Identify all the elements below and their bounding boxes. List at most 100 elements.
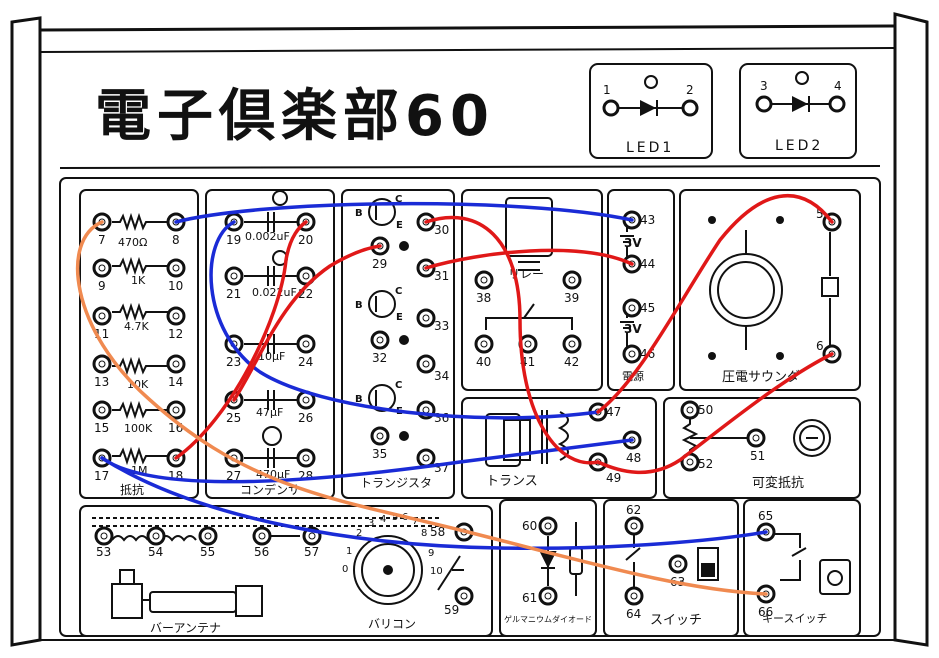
wire-orange-7-66[interactable] — [75, 220, 768, 596]
wire-blue-19-47[interactable] — [209, 220, 600, 420]
terminal-label-34: 34 — [434, 369, 449, 383]
terminal-14[interactable] — [166, 354, 186, 374]
transformer-label: トランス — [486, 474, 538, 489]
capacitor-value-47: 47μF — [256, 406, 283, 419]
wire-red-5-47[interactable] — [596, 194, 834, 414]
transistor-1-pin-e: E — [396, 220, 403, 231]
terminal-hole-13 — [98, 360, 106, 368]
transistor-icons — [368, 198, 396, 412]
terminal-hole-42 — [568, 340, 576, 348]
terminal-hole-41 — [524, 340, 532, 348]
terminal-28[interactable] — [296, 448, 316, 468]
key-switch-label: キースイッチ — [762, 612, 827, 625]
terminal-42[interactable] — [562, 334, 582, 354]
terminal-56[interactable] — [252, 526, 272, 546]
terminal-4[interactable] — [828, 95, 846, 113]
terminal-32[interactable] — [370, 330, 390, 350]
terminal-label-24: 24 — [298, 355, 313, 369]
terminal-1[interactable] — [602, 99, 620, 117]
terminal-2[interactable] — [681, 99, 699, 117]
terminal-15[interactable] — [92, 400, 112, 420]
terminal-label-6: 6 — [816, 339, 824, 353]
terminal-54[interactable] — [146, 526, 166, 546]
terminal-label-60: 60 — [522, 519, 537, 533]
terminal-64[interactable] — [624, 586, 644, 606]
terminal-10[interactable] — [166, 258, 186, 278]
terminal-hole-20 — [302, 218, 310, 226]
terminal-label-39: 39 — [564, 291, 579, 305]
wire-blue-8-43[interactable] — [174, 201, 634, 224]
varicon-section: 1 2 3 4 5 6 7 8 9 10 0 バリコン — [342, 512, 464, 631]
terminal-hole-57 — [308, 532, 316, 540]
terminal-label-27: 27 — [226, 469, 241, 483]
terminal-12[interactable] — [166, 306, 186, 326]
terminal-label-55: 55 — [200, 545, 215, 559]
wire-red-31-44[interactable] — [424, 248, 634, 270]
terminal-33[interactable] — [416, 308, 436, 328]
terminal-label-31: 31 — [434, 269, 449, 283]
terminal-9[interactable] — [92, 258, 112, 278]
terminal-label-33: 33 — [434, 319, 449, 333]
terminal-37[interactable] — [416, 448, 436, 468]
wire-blue-17-48[interactable] — [100, 438, 634, 484]
varicon-scale-8: 8 — [421, 528, 427, 539]
terminal-hole-32 — [376, 336, 384, 344]
terminal-label-58: 58 — [430, 525, 445, 539]
terminal-13[interactable] — [92, 354, 112, 374]
terminal-62[interactable] — [624, 516, 644, 536]
terminal-35[interactable] — [370, 426, 390, 446]
terminal-59[interactable] — [454, 586, 474, 606]
terminal-11[interactable] — [92, 306, 112, 326]
terminal-label-64: 64 — [626, 607, 641, 621]
wire-red-18-20[interactable] — [174, 220, 308, 460]
terminal-label-53: 53 — [96, 545, 111, 559]
terminal-label-13: 13 — [94, 375, 109, 389]
capacitor-value-0-002: 0.002uF — [245, 230, 290, 243]
led2-bulb-icon — [795, 71, 809, 85]
terminal-label-5: 5 — [816, 207, 824, 221]
terminal-63[interactable] — [668, 554, 688, 574]
terminal-53[interactable] — [94, 526, 114, 546]
germanium-diode-section: ゲルマニウムダイオード — [504, 522, 592, 624]
terminal-label-21: 21 — [226, 287, 241, 301]
led1-diode-icon — [640, 100, 656, 116]
terminal-hole-53 — [100, 532, 108, 540]
terminal-50[interactable] — [680, 400, 700, 420]
terminal-61[interactable] — [538, 586, 558, 606]
terminal-label-17: 17 — [94, 469, 109, 483]
terminal-24[interactable] — [296, 334, 316, 354]
wire-red-30-49[interactable] — [424, 215, 600, 465]
terminal-39[interactable] — [562, 270, 582, 290]
terminal-hole-37 — [422, 454, 430, 462]
wire-red-6-49[interactable] — [596, 352, 834, 474]
wire-red-25-29[interactable] — [232, 244, 382, 402]
terminal-45[interactable] — [622, 298, 642, 318]
terminal-34[interactable] — [416, 354, 436, 374]
terminal-21[interactable] — [224, 266, 244, 286]
terminal-hole-55 — [204, 532, 212, 540]
resistor-value-470: 470Ω — [118, 236, 147, 249]
terminal-hole-34 — [422, 360, 430, 368]
terminal-16[interactable] — [166, 400, 186, 420]
terminal-label-57: 57 — [304, 545, 319, 559]
transistor-marker-dots — [399, 241, 409, 441]
terminal-label-20: 20 — [298, 233, 313, 247]
varicon-dial-icon — [353, 535, 464, 605]
terminal-38[interactable] — [474, 270, 494, 290]
varicon-scale-9: 9 — [428, 548, 434, 559]
terminal-label-4: 4 — [834, 79, 842, 93]
transistor-3-pin-b: B — [355, 394, 363, 405]
terminal-55[interactable] — [198, 526, 218, 546]
wire-blue-17-65[interactable] — [100, 456, 768, 550]
battery-1-voltage: 3V — [624, 236, 642, 250]
terminal-label-26: 26 — [298, 411, 313, 425]
terminal-60[interactable] — [538, 516, 558, 536]
terminal-3[interactable] — [755, 95, 773, 113]
varicon-scale-3: 3 — [368, 518, 374, 529]
terminal-51[interactable] — [746, 428, 766, 448]
terminal-hole-14 — [172, 360, 180, 368]
cabinet-outline — [10, 12, 929, 647]
terminal-46[interactable] — [622, 344, 642, 364]
section-outlines — [79, 189, 861, 637]
terminal-40[interactable] — [474, 334, 494, 354]
